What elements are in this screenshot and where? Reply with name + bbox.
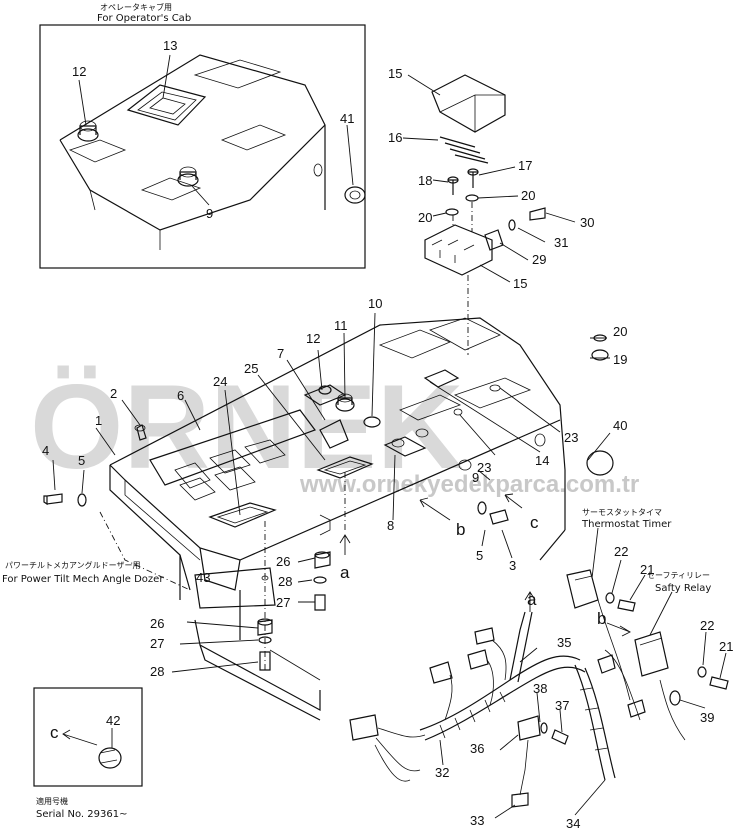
label-22-right: 22 (700, 618, 714, 633)
label-20-left: 20 (418, 210, 432, 225)
fuse-cover (431, 74, 506, 133)
cab-inset: オペレータキャブ用 For Operator's Cab 12 13 (39, 2, 366, 269)
panel-top-outline (109, 317, 566, 530)
label-36: 36 (470, 741, 484, 756)
safety-caption-en: Safty Relay (655, 583, 711, 594)
label-35: 35 (557, 635, 571, 650)
label-6: 6 (177, 388, 184, 403)
safety-caption-jp: セーフティリレー (647, 571, 710, 580)
thermostat-timer (566, 569, 599, 609)
cab-inset-frame (39, 24, 366, 269)
label-24: 24 (213, 374, 227, 389)
label-31: 31 (554, 235, 568, 250)
label-40: 40 (613, 418, 627, 433)
label-26-low: 26 (150, 616, 164, 631)
label-27-mid: 27 (276, 595, 290, 610)
label-41: 41 (340, 111, 354, 126)
watermark-brand: ÖRNEK (30, 360, 463, 494)
fuse-block-assembly: 15 16 17 18 20 20 30 31 29 15 (388, 66, 594, 355)
label-30: 30 (580, 215, 594, 230)
label-11: 11 (334, 318, 348, 333)
cab-caption-en: For Operator's Cab (97, 13, 191, 24)
label-23-mid: 23 (477, 460, 491, 475)
label-5-right: 5 (476, 548, 483, 563)
label-37: 37 (555, 698, 569, 713)
tilt-plate (194, 567, 276, 609)
label-19: 19 (613, 352, 627, 367)
tilt-caption-en: For Power Tilt Mech Angle Dozer (2, 574, 164, 585)
label-26-mid: 26 (276, 554, 290, 569)
label-13: 13 (163, 38, 177, 53)
label-1: 1 (95, 413, 102, 428)
label-34: 34 (566, 816, 580, 830)
label-21-right: 21 (719, 639, 733, 654)
thermo-caption-jp: サーモスタットタイマ (582, 508, 662, 517)
label-16: 16 (388, 130, 402, 145)
label-8: 8 (387, 518, 394, 533)
tilt-caption-jp: パワーチルトメカアングルドーザー用 (5, 560, 141, 570)
cab-panel-top-edge (59, 54, 326, 210)
view-b-harness: b (597, 609, 606, 628)
label-27-low: 27 (150, 636, 164, 651)
label-14: 14 (535, 453, 549, 468)
label-32: 32 (435, 765, 449, 780)
label-5-left: 5 (78, 453, 85, 468)
cab-caption-jp: オペレータキャブ用 (100, 2, 172, 12)
label-15-top: 15 (388, 66, 402, 81)
serial-inset-frame (33, 687, 143, 787)
label-17: 17 (518, 158, 532, 173)
view-b-main: b (456, 520, 465, 539)
label-29: 29 (532, 252, 546, 267)
fuse-block (424, 224, 493, 276)
label-18: 18 (418, 173, 432, 188)
view-c-main: c (530, 513, 539, 532)
label-3: 3 (509, 558, 516, 573)
label-9-inset: 9 (206, 206, 213, 221)
cab-panel-front-edge (59, 124, 326, 231)
label-12-main: 12 (306, 331, 320, 346)
label-23-right: 23 (564, 430, 578, 445)
thermo-caption-en: Thermostat Timer (581, 519, 672, 530)
main-panel: 1 2 6 24 25 7 12 11 10 4 5 8 9 5 3 14 23… (2, 296, 627, 721)
label-12-inset: 12 (72, 64, 86, 79)
label-15-block: 15 (513, 276, 527, 291)
wiring-harness: サーモスタットタイマ Thermostat Timer セーフティリレー Saf… (349, 508, 733, 830)
label-43: 43 (196, 570, 210, 585)
label-39: 39 (700, 710, 714, 725)
watermark-url: www.ornekyedekparca.com.tr (299, 471, 639, 498)
label-42: 42 (106, 713, 120, 728)
label-25: 25 (244, 361, 258, 376)
label-22-top: 22 (614, 544, 628, 559)
serial-caption-jp: 適用号機 (36, 796, 68, 806)
view-a-main: a (340, 563, 350, 582)
label-7: 7 (277, 346, 284, 361)
safety-relay (634, 631, 669, 677)
label-10: 10 (368, 296, 382, 311)
label-38: 38 (533, 681, 547, 696)
watermark: ÖRNEK www.ornekyedekparca.com.tr (30, 360, 639, 498)
cab-switch-plate (126, 84, 207, 126)
harness-main (419, 655, 581, 731)
label-28-mid: 28 (278, 574, 292, 589)
label-4: 4 (42, 443, 49, 458)
label-2: 2 (110, 386, 117, 401)
label-21-top: 21 (640, 562, 654, 577)
label-20-right: 20 (613, 324, 627, 339)
gauge-cluster (149, 409, 316, 486)
serial-caption-en: Serial No. 29361~ (36, 809, 127, 820)
label-28-low: 28 (150, 664, 164, 679)
label-9-main: 9 (472, 470, 479, 485)
view-a-harness: a (527, 590, 537, 609)
view-c-inset: c (50, 723, 59, 742)
label-20-top: 20 (521, 188, 535, 203)
serial-inset: 42 c 適用号機 Serial No. 29361~ (33, 687, 143, 820)
label-33: 33 (470, 813, 484, 828)
